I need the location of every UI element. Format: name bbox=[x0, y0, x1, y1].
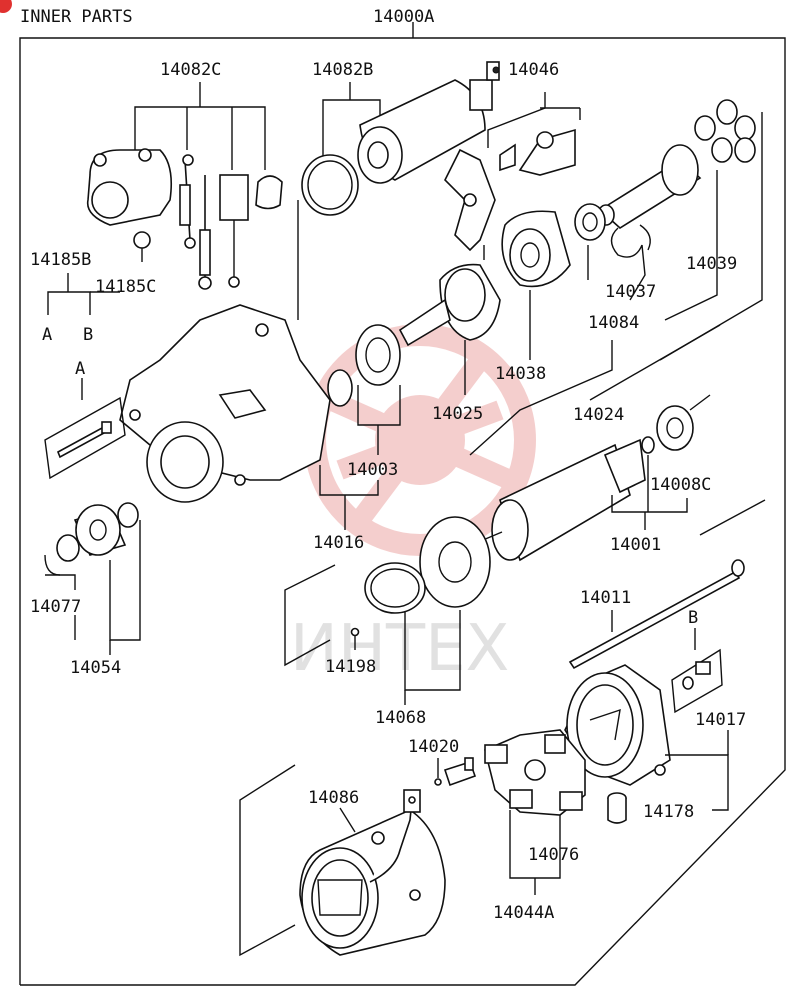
label-14011: 14011 bbox=[580, 588, 631, 608]
label-14046: 14046 bbox=[508, 60, 559, 80]
label-kit-B: B bbox=[83, 325, 93, 345]
front-bracket-group bbox=[119, 200, 401, 530]
label-14076: 14076 bbox=[528, 845, 579, 865]
brush-holder-group bbox=[484, 729, 586, 895]
label-14082C: 14082C bbox=[160, 60, 221, 80]
armature-group bbox=[482, 394, 766, 562]
label-bolt-B: B bbox=[688, 608, 698, 628]
planet-gear-group bbox=[574, 99, 763, 361]
watermark-text: ИНТЕХ bbox=[290, 612, 509, 686]
label-14185C: 14185C bbox=[95, 277, 156, 297]
label-14054: 14054 bbox=[70, 658, 121, 678]
label-14077: 14077 bbox=[30, 597, 81, 617]
label-14001: 14001 bbox=[610, 535, 661, 555]
label-14044A: 14044A bbox=[493, 903, 554, 923]
label-14024: 14024 bbox=[573, 405, 624, 425]
plate-group bbox=[284, 516, 491, 705]
label-14084: 14084 bbox=[588, 313, 639, 333]
gear-housing-group bbox=[398, 210, 571, 395]
leader-14024 bbox=[469, 340, 613, 456]
lever-kit-group bbox=[444, 92, 581, 260]
label-14037: 14037 bbox=[605, 282, 656, 302]
label-kit-A: A bbox=[42, 325, 52, 345]
assembly-frame bbox=[19, 22, 786, 986]
rear-bracket-group bbox=[564, 664, 729, 824]
bolt-group-b bbox=[671, 628, 723, 714]
leader-14024-right bbox=[589, 324, 721, 401]
label-14017: 14017 bbox=[695, 710, 746, 730]
label-14082B: 14082B bbox=[312, 60, 373, 80]
label-14008C: 14008C bbox=[650, 475, 711, 495]
watermark-logo-icon bbox=[304, 324, 536, 556]
label-14068: 14068 bbox=[375, 708, 426, 728]
pinion-group bbox=[44, 502, 141, 655]
solenoid-group bbox=[301, 61, 500, 216]
brush-spring-group bbox=[434, 757, 477, 787]
label-14000A: 14000A bbox=[373, 7, 434, 27]
label-bolt-A: A bbox=[75, 359, 85, 379]
solenoid-hardware-group bbox=[86, 82, 283, 290]
label-14038: 14038 bbox=[495, 364, 546, 384]
label-14178: 14178 bbox=[643, 802, 694, 822]
label-14020: 14020 bbox=[408, 737, 459, 757]
label-14198: 14198 bbox=[325, 657, 376, 677]
label-14086: 14086 bbox=[308, 788, 359, 808]
page-title: INNER PARTS bbox=[20, 7, 133, 27]
yoke-group bbox=[239, 764, 446, 957]
label-14016: 14016 bbox=[313, 533, 364, 553]
bolt-group-a bbox=[44, 378, 126, 480]
label-14003: 14003 bbox=[347, 460, 398, 480]
corner-badge-icon bbox=[0, 0, 12, 13]
screw-kit-group bbox=[47, 273, 120, 315]
label-14039: 14039 bbox=[686, 254, 737, 274]
label-14025: 14025 bbox=[432, 404, 483, 424]
through-bolt-group bbox=[568, 559, 745, 670]
label-14185B: 14185B bbox=[30, 250, 91, 270]
